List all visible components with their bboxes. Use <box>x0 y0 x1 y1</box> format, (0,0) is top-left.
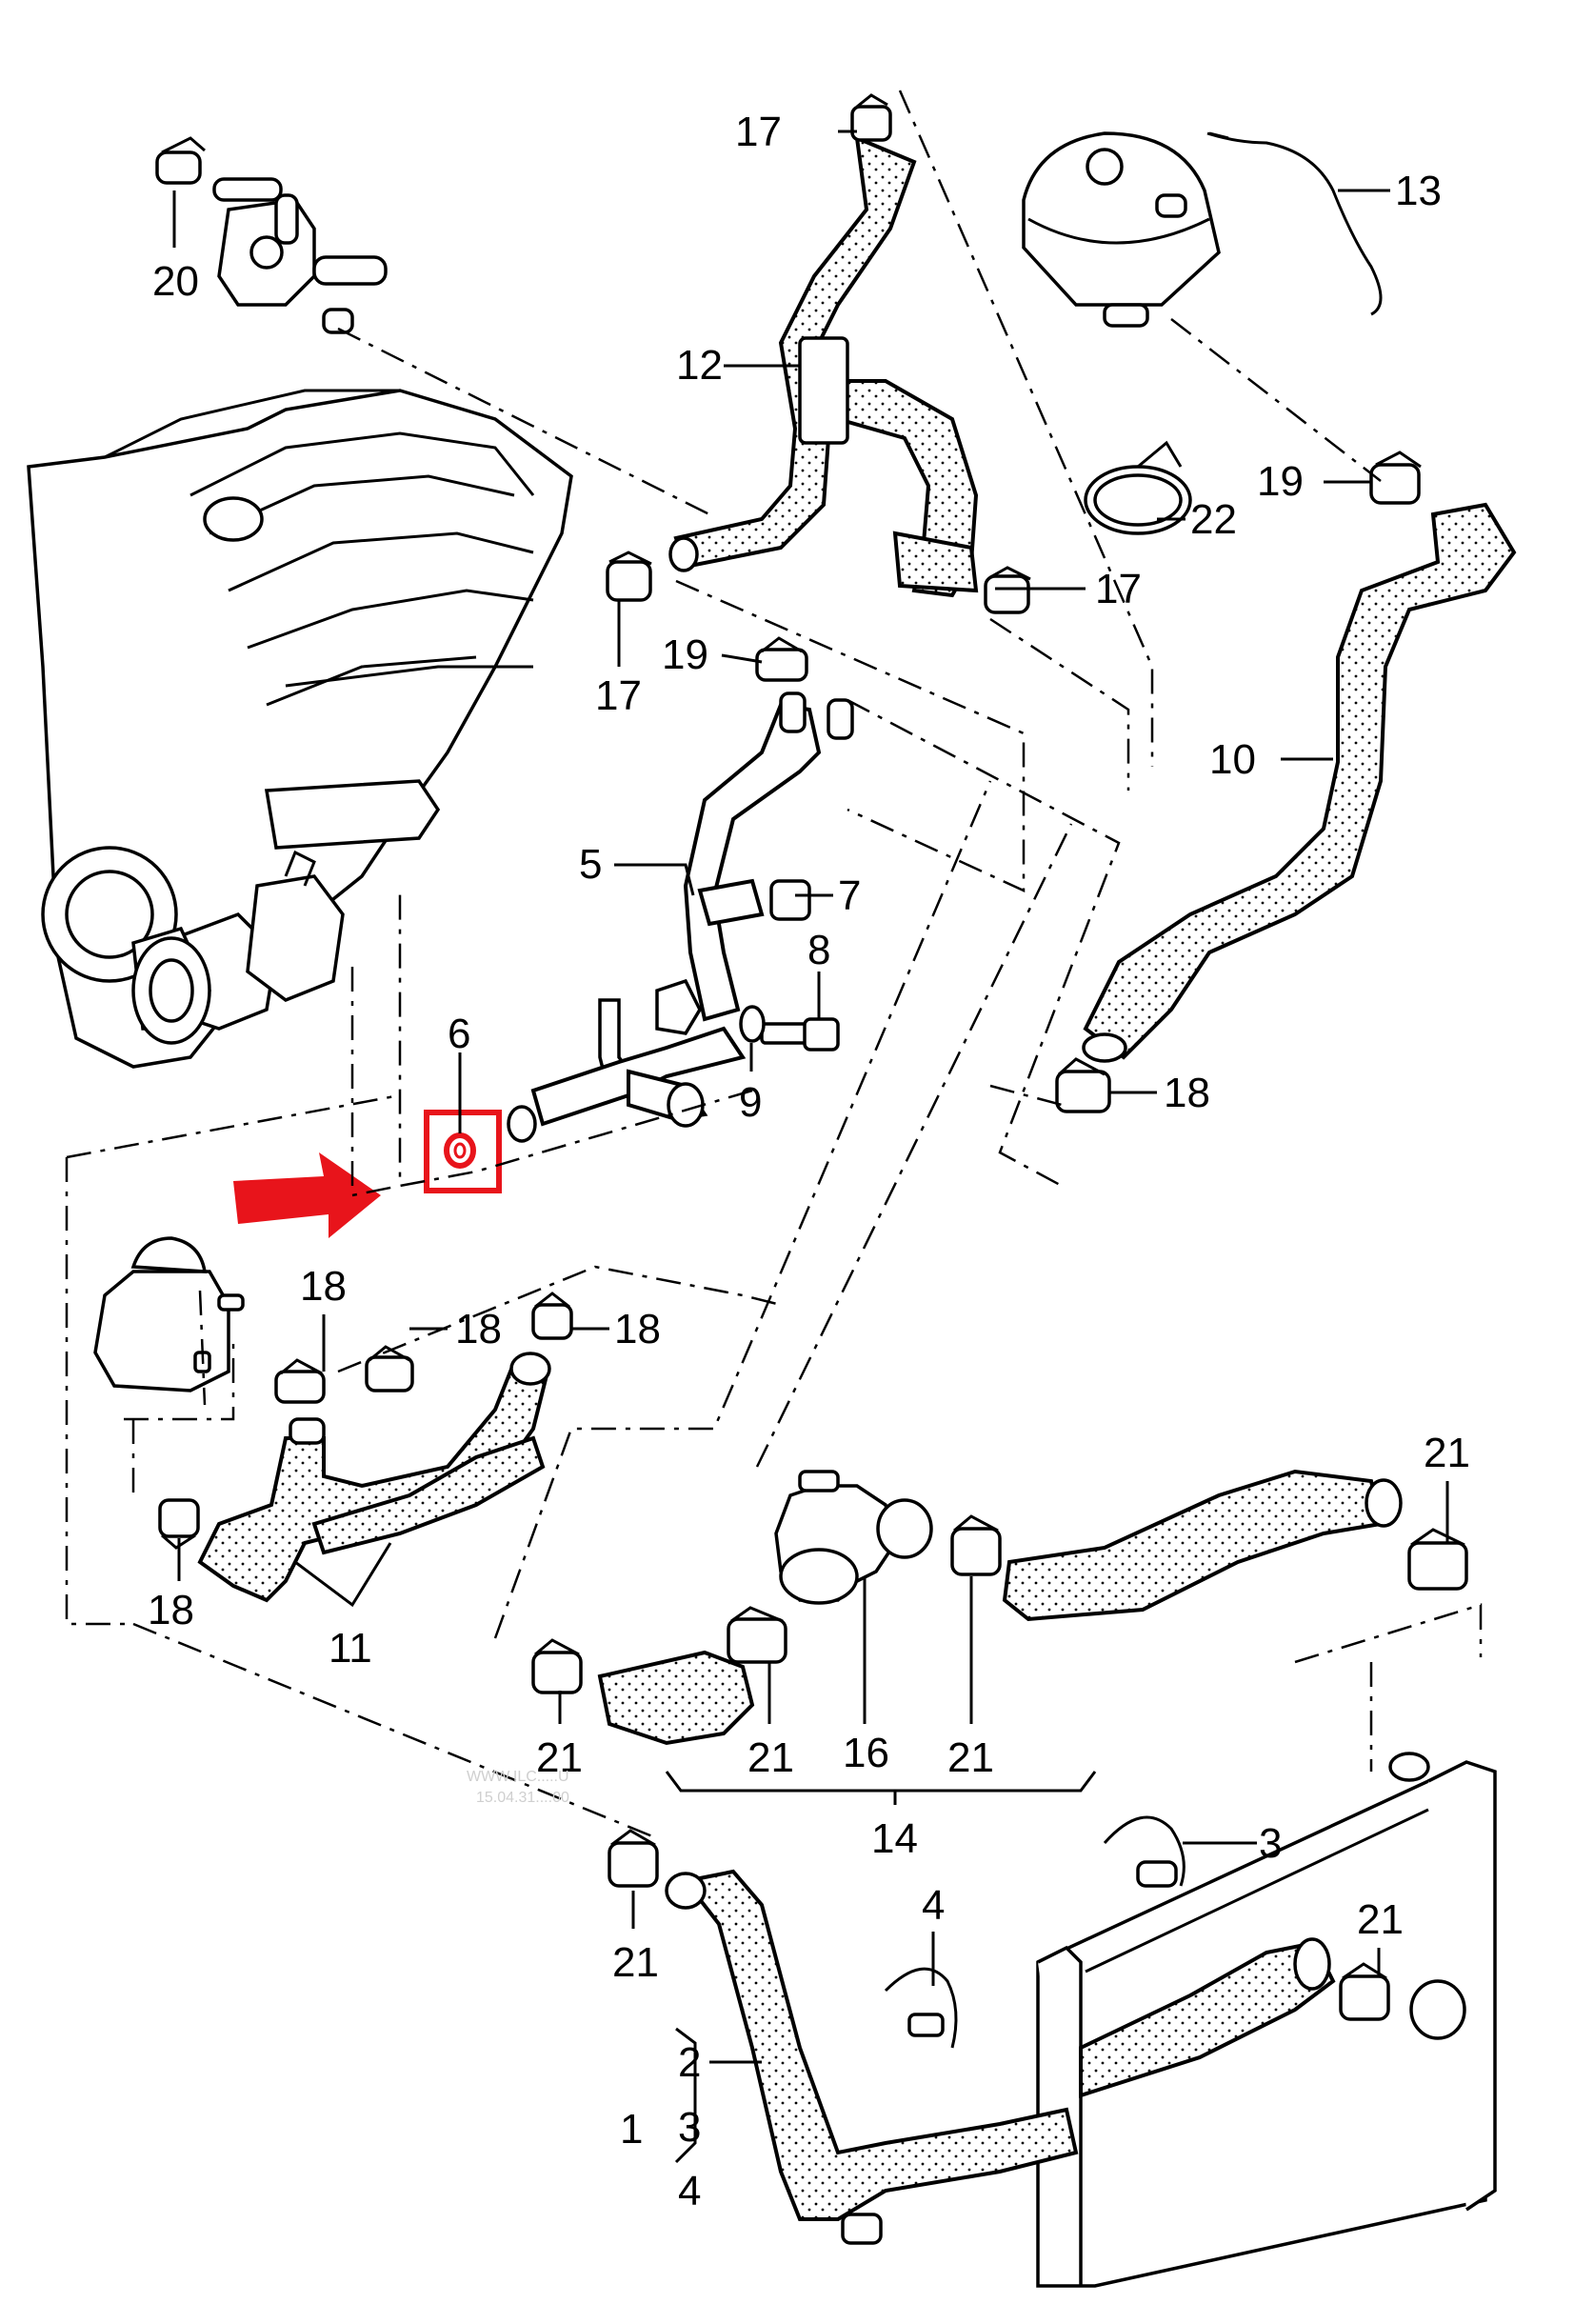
hose-clip-21-c <box>531 1638 583 1694</box>
hose-clip-17-left <box>606 551 652 602</box>
label-14: 14 <box>871 1815 918 1862</box>
hose-clip-18-d <box>158 1498 200 1550</box>
radiator <box>1036 1752 1497 2288</box>
label-2: 2 <box>678 2039 701 2086</box>
label-4: 4 <box>922 1882 945 1929</box>
part-labels: 1 2 3 4 3 4 5 6 7 8 9 10 11 12 13 14 16 … <box>148 109 1470 2214</box>
hose-clip-19-right <box>1369 451 1422 505</box>
label-3-sub: 3 <box>678 2104 701 2151</box>
label-6: 6 <box>448 1011 470 1057</box>
label-21-d: 21 <box>947 1734 994 1781</box>
label-21-c: 21 <box>747 1734 794 1781</box>
hose-clip-17-top <box>850 93 892 142</box>
label-18-c: 18 <box>614 1306 661 1352</box>
label-18-b: 18 <box>455 1306 502 1352</box>
label-12: 12 <box>676 342 723 389</box>
assembly-lines <box>65 90 1483 1840</box>
label-18-a: 18 <box>300 1263 347 1310</box>
leader-lines <box>172 130 1449 2164</box>
washer-9 <box>739 1005 766 1043</box>
label-7: 7 <box>838 872 861 919</box>
label-22: 22 <box>1190 496 1237 543</box>
label-17-right: 17 <box>1095 566 1142 612</box>
hose-clip-18-a <box>274 1358 326 1404</box>
label-4-sub: 4 <box>678 2168 701 2214</box>
label-20: 20 <box>152 258 199 305</box>
label-21-b: 21 <box>536 1734 583 1781</box>
hose-14-left <box>597 1650 755 1746</box>
label-9: 9 <box>739 1079 762 1126</box>
hose-clip-21-b <box>727 1606 787 1664</box>
hose-clip-21-radiator <box>1339 1962 1390 2021</box>
coolant-flange <box>212 177 388 334</box>
thermostat-housing-16 <box>774 1470 933 1605</box>
label-21-e: 21 <box>612 1939 659 1986</box>
hose-clip-17-right <box>984 566 1031 614</box>
watermark-line-1: WWW.ILC.....U <box>467 1769 569 1785</box>
label-10: 10 <box>1209 736 1256 783</box>
label-3: 3 <box>1259 1820 1282 1867</box>
hose-clip-21-lower <box>608 1829 659 1888</box>
bolt-8 <box>760 1017 840 1052</box>
engine-block <box>27 389 573 1069</box>
label-11: 11 <box>329 1625 372 1672</box>
hose-clip-18-c <box>531 1292 573 1340</box>
tank-cap-line <box>1208 131 1229 140</box>
hose-2 <box>665 1869 1079 2221</box>
label-17-left: 17 <box>595 672 642 719</box>
hose-12 <box>668 134 979 598</box>
label-21-a: 21 <box>1424 1430 1470 1476</box>
coolant-pipe-bracket <box>507 978 747 1143</box>
label-18-d: 18 <box>148 1587 194 1633</box>
label-19-mid: 19 <box>662 631 708 678</box>
label-13: 13 <box>1395 168 1442 214</box>
hose-clip-21-mid <box>950 1514 1002 1576</box>
label-19-right: 19 <box>1257 458 1304 505</box>
hose-5 <box>683 691 854 1022</box>
hose-10 <box>1082 502 1517 1063</box>
label-1: 1 <box>620 2106 643 2153</box>
clamp-lower-left <box>841 2213 883 2245</box>
watermark: WWW.ILC.....U 15.04.31....00 <box>467 1769 569 1806</box>
label-21-f: 21 <box>1357 1896 1404 1943</box>
watermark-line-2: 15.04.31....00 <box>476 1790 569 1806</box>
label-16: 16 <box>843 1730 889 1776</box>
label-8: 8 <box>807 927 830 973</box>
highlight-box <box>424 1110 502 1193</box>
hose-clip-20 <box>155 136 206 185</box>
label-5: 5 <box>579 841 602 888</box>
seal-ring-6[interactable] <box>444 1132 476 1169</box>
hose-clip-21-right <box>1407 1528 1468 1591</box>
hose-11 <box>197 1352 551 1603</box>
label-17-top: 17 <box>735 109 782 155</box>
expansion-tank <box>1022 131 1383 328</box>
clamp-22 <box>1084 440 1192 535</box>
hose-clip-19-middle <box>755 636 808 682</box>
hose-clip-18-right <box>1055 1057 1111 1113</box>
label-18-right: 18 <box>1164 1070 1210 1116</box>
red-arrow-icon <box>233 1152 381 1238</box>
hose-clip-18-b <box>365 1345 414 1392</box>
clamp-3 <box>1103 1815 1186 1888</box>
small-reservoir <box>93 1236 245 1392</box>
hose-14-right <box>1002 1469 1403 1622</box>
clamp-4 <box>884 1967 958 2049</box>
plug-7 <box>769 879 811 921</box>
